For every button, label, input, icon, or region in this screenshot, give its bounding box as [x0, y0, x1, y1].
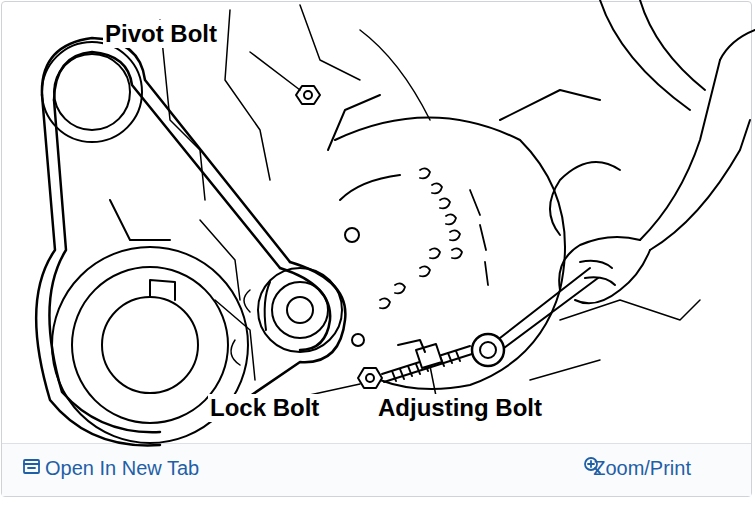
engine-outline: [160, 5, 700, 380]
figure-card: [1, 1, 752, 497]
part-label: Adjusting Bolt: [376, 394, 544, 422]
alternator-pulley: [258, 268, 342, 352]
cooling-slots: [380, 168, 488, 308]
wrench: [472, 268, 598, 366]
lock-bolt: [358, 368, 382, 388]
open-tab-icon: [24, 460, 39, 473]
part-label: Lock Bolt: [208, 394, 321, 422]
alternator-body: [328, 90, 600, 389]
part-label: Pivot Bolt: [103, 20, 219, 48]
adjusting-bolt: [382, 340, 472, 382]
leader-lines: [250, 52, 436, 396]
link-text: Zoom/Print: [593, 456, 691, 480]
link-text: Open In New Tab: [45, 456, 199, 480]
drive-belt: [36, 38, 345, 445]
hand: [550, 0, 755, 303]
pivot-bolt: [296, 86, 320, 104]
